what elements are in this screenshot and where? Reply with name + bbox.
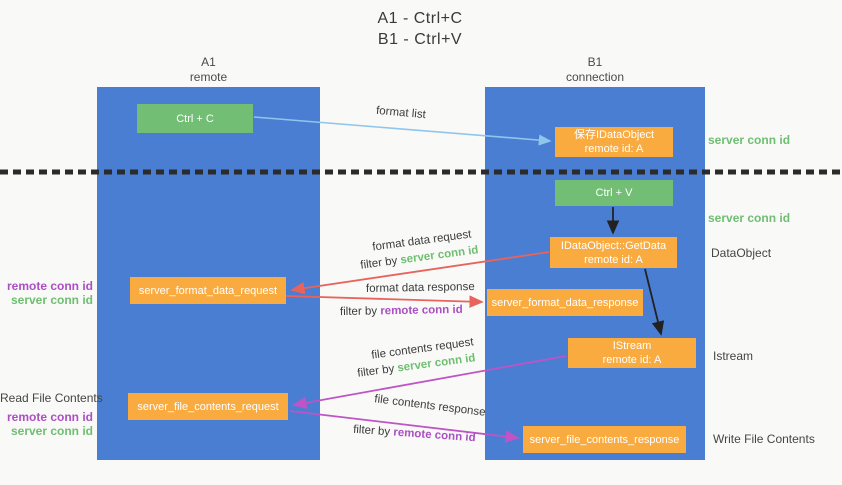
lifeline-a1-role: remote (189, 70, 228, 84)
label-format-list: format list (375, 104, 427, 122)
annotation-server-conn-id-2: server conn id (10, 424, 93, 438)
label-filter-by-text: filter by (339, 305, 381, 319)
diagram-title: A1 - Ctrl+C B1 - Ctrl+V (300, 8, 540, 50)
annotation-istream: Istream (713, 349, 754, 363)
node-ctrl-c: Ctrl + C (137, 104, 253, 133)
node-server-file-contents-request: server_file_contents_request (128, 393, 288, 420)
node-idataobject-getdata-line1: IDataObject::GetData (560, 239, 667, 252)
node-idataobject-getdata: IDataObject::GetData remote id: A (550, 237, 677, 268)
lifeline-a1-id: A1 (201, 55, 216, 69)
annotation-server-conn-id-top: server conn id (708, 133, 791, 147)
node-save-idataobject: 保存IDataObject remote id: A (555, 127, 673, 157)
node-istream-line2: remote id: A (602, 354, 662, 366)
label-filter-by-remote-conn-id-1: filter by remote conn id (340, 304, 463, 318)
label-filter-by-text: filter by (356, 362, 399, 380)
label-filter-by-remote-conn-id-2: filter by remote conn id (353, 424, 476, 445)
node-server-format-data-request-label: server_format_data_request (138, 284, 278, 297)
node-save-idataobject-line1: 保存IDataObject (573, 129, 655, 141)
annotation-conn-ids-format: remote conn id server conn id (0, 279, 93, 307)
title-line-1: A1 - Ctrl+C (377, 10, 463, 27)
annotation-conn-ids-file: remote conn id server conn id (0, 410, 93, 438)
lifeline-header-b1: B1 connection (485, 55, 705, 85)
lifeline-b1-id: B1 (587, 55, 603, 69)
node-ctrl-v-label: Ctrl + V (595, 187, 633, 199)
lifeline-b1-role: connection (565, 70, 625, 84)
label-format-data-response: format data response (365, 281, 475, 295)
lifeline-header-a1: A1 remote (97, 55, 320, 85)
node-server-file-contents-response: server_file_contents_response (523, 426, 686, 453)
node-server-format-data-response-label: server_format_data_response (491, 296, 639, 309)
node-save-idataobject-line2: remote id: A (584, 143, 644, 155)
annotation-remote-conn-id-1: remote conn id (6, 279, 93, 293)
label-filter-by-text: filter by (359, 254, 402, 272)
node-istream: IStream remote id: A (568, 338, 696, 368)
node-server-format-data-request: server_format_data_request (130, 277, 286, 304)
node-ctrl-v: Ctrl + V (555, 180, 673, 206)
annotation-server-conn-id-1: server conn id (10, 293, 93, 307)
label-filter-by-text: filter by (352, 423, 394, 439)
node-idataobject-getdata-line2: remote id: A (584, 253, 643, 266)
annotation-server-conn-id-mid: server conn id (708, 211, 791, 225)
node-ctrl-c-label: Ctrl + C (176, 112, 214, 125)
annotation-remote-conn-id-2: remote conn id (6, 410, 93, 424)
node-server-file-contents-response-label: server_file_contents_response (529, 433, 680, 446)
label-remote-conn-id-value: remote conn id (392, 426, 476, 445)
label-file-contents-response: file contents response (373, 393, 487, 419)
annotation-read-file-contents: Read File Contents (0, 391, 103, 405)
label-remote-conn-id-value: remote conn id (380, 303, 463, 318)
node-server-file-contents-request-label: server_file_contents_request (137, 400, 279, 413)
annotation-write-file-contents: Write File Contents (713, 432, 815, 446)
node-server-format-data-response: server_format_data_response (487, 289, 643, 316)
annotation-dataobject: DataObject (711, 246, 772, 260)
node-istream-line1: IStream (612, 340, 652, 352)
title-line-2: B1 - Ctrl+V (377, 31, 463, 48)
